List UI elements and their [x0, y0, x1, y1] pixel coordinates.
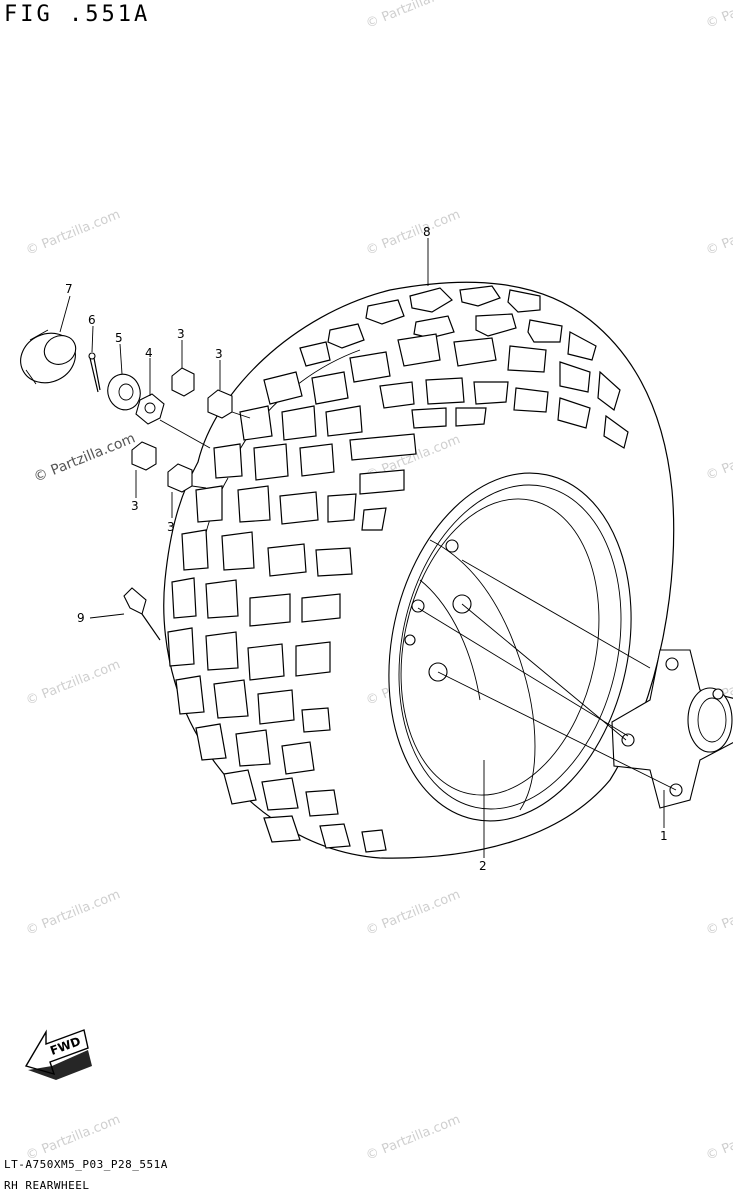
watermark-text: © Partzilla.com — [24, 207, 123, 258]
watermark-text: © Partzilla.com — [24, 1112, 123, 1163]
watermark-text-prominent: © Partzilla.com — [32, 430, 138, 485]
wheel-nut-c — [131, 441, 157, 471]
hub-cap — [20, 329, 77, 385]
watermark-text: © Partzilla.com — [364, 207, 463, 258]
watermark-text: © Partzilla.com — [364, 0, 463, 32]
tire-valve — [123, 587, 161, 641]
rear-hub — [611, 649, 733, 809]
callout-number: 2 — [479, 859, 487, 873]
forward-direction-arrow: FWD — [24, 1029, 92, 1080]
figure-caption: RH REARWHEEL — [4, 1179, 90, 1192]
wheel-nut-b — [207, 389, 233, 419]
callout-number: 1 — [660, 829, 668, 843]
watermark-text: © Partzilla.com — [24, 657, 123, 708]
watermark-text: © Partzilla.com — [24, 887, 123, 938]
callout-number: 7 — [65, 282, 73, 296]
tread-lugs — [299, 285, 629, 449]
callout-number: 4 — [145, 346, 153, 360]
callout-number: 5 — [115, 331, 123, 345]
cotter-pin — [88, 352, 101, 393]
watermark-text: © Partzilla.com — [704, 432, 733, 483]
callout-number: 9 — [77, 611, 85, 625]
wheel-nut-d — [167, 463, 193, 493]
watermark-text: © Partzilla.com — [364, 887, 463, 938]
callout-number: 3 — [131, 499, 139, 513]
watermark-text: © Partzilla.com — [704, 207, 733, 258]
side-lugs — [167, 371, 417, 853]
rear-tire — [163, 281, 675, 859]
figure-title: FIG .551A — [4, 2, 151, 27]
callout-number: 8 — [423, 225, 431, 239]
callout-number: 3 — [177, 327, 185, 341]
rear-rim — [388, 472, 632, 822]
washer — [135, 393, 165, 425]
watermark-text: © Partzilla.com — [704, 887, 733, 938]
wheel-nut-a — [171, 367, 195, 397]
leader-lines — [59, 238, 677, 858]
callout-labels: 8 7 6 5 4 3 3 3 3 9 2 1 — [65, 225, 668, 873]
callout-number: 6 — [88, 313, 96, 327]
callout-number: 3 — [215, 347, 223, 361]
figure-code: LT-A750XM5_P03_P28_551A — [4, 1158, 168, 1171]
watermark-text: © Partzilla.com — [704, 1112, 733, 1163]
callout-number: 3 — [167, 520, 175, 534]
watermark-text: © Partzilla.com — [364, 1112, 463, 1163]
watermark-text: © Partzilla.com — [704, 0, 733, 32]
castle-nut — [107, 373, 141, 411]
